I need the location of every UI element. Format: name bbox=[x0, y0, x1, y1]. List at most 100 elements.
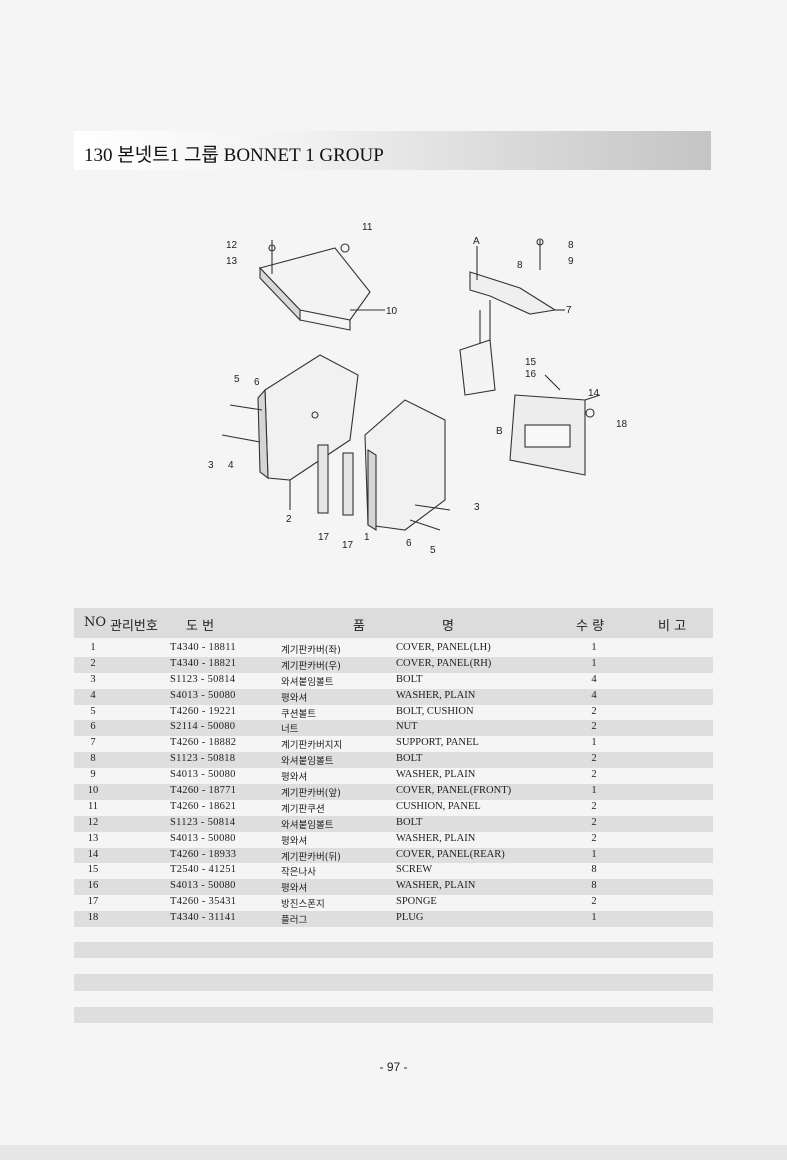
english-name: BOLT, CUSHION bbox=[396, 705, 474, 717]
callout-label: 11 bbox=[362, 222, 373, 233]
table-row: 13 S4013 - 50080 평와셔 WASHER, PLAIN 2 bbox=[74, 832, 713, 848]
callout-label: 17 bbox=[342, 540, 354, 551]
korean-name: 작은나사 bbox=[281, 867, 316, 879]
part-number: S4013 - 50080 bbox=[170, 832, 236, 844]
header-item-name-b: 명 bbox=[442, 619, 454, 634]
row-number: 12 bbox=[87, 816, 99, 828]
english-name: PLUG bbox=[396, 912, 424, 924]
english-name: SUPPORT, PANEL bbox=[396, 737, 479, 749]
row-number: 5 bbox=[90, 705, 96, 717]
korean-name: 와셔붙임볼트 bbox=[281, 819, 334, 831]
part-number: S2114 - 50080 bbox=[170, 721, 236, 733]
rear-panel-cover-drawing bbox=[509, 374, 601, 476]
english-name: WASHER, PLAIN bbox=[396, 689, 476, 701]
korean-name: 평와셔 bbox=[281, 835, 308, 847]
quantity: 4 bbox=[591, 689, 597, 701]
english-name: BOLT bbox=[396, 816, 423, 828]
korean-name: 평와셔 bbox=[281, 772, 308, 784]
row-number: 9 bbox=[90, 769, 96, 781]
quantity: 4 bbox=[591, 673, 597, 685]
table-row: 7 T4260 - 18882 계기판카버지지 SUPPORT, PANEL 1 bbox=[74, 736, 713, 752]
callout-label: 3 bbox=[208, 460, 214, 471]
korean-name: 플러그 bbox=[281, 915, 308, 927]
english-name: NUT bbox=[396, 721, 418, 733]
blank-row bbox=[74, 974, 713, 991]
part-number: T2540 - 41251 bbox=[170, 864, 237, 876]
part-number: S1123 - 50818 bbox=[170, 753, 236, 765]
quantity: 2 bbox=[591, 721, 597, 733]
callout-label: 5 bbox=[430, 545, 436, 556]
part-number: S1123 - 50814 bbox=[170, 673, 236, 685]
callout-label: 15 bbox=[525, 357, 537, 368]
row-number: 1 bbox=[90, 642, 96, 653]
part-number: T4260 - 18621 bbox=[170, 800, 237, 812]
header-quantity: 수 량 bbox=[576, 619, 605, 634]
korean-name: 계기판카버(좌) bbox=[281, 645, 341, 656]
part-number: T4260 - 19221 bbox=[170, 705, 237, 717]
quantity: 2 bbox=[591, 769, 597, 781]
callout-label: 17 bbox=[318, 532, 330, 543]
english-name: COVER, PANEL(FRONT) bbox=[396, 785, 512, 797]
row-number: 16 bbox=[87, 880, 99, 892]
callout-label: 9 bbox=[568, 256, 574, 267]
left-panel-cover-drawing bbox=[221, 354, 359, 510]
part-number: T4260 - 18933 bbox=[170, 848, 237, 860]
quantity: 2 bbox=[591, 832, 597, 844]
korean-name: 와셔붙임볼트 bbox=[281, 676, 334, 688]
parts-table-blank-rows bbox=[74, 942, 713, 1023]
row-number: 8 bbox=[90, 753, 96, 765]
english-name: BOLT bbox=[396, 673, 423, 685]
english-name: WASHER, PLAIN bbox=[396, 832, 476, 844]
part-number: T4260 - 18882 bbox=[170, 737, 237, 749]
header-item-name-a: 품 bbox=[353, 619, 365, 634]
part-number: S4013 - 50080 bbox=[170, 880, 236, 892]
callout-label: 16 bbox=[525, 369, 537, 380]
row-number: 4 bbox=[90, 689, 96, 701]
callout-label: 8 bbox=[517, 260, 523, 271]
korean-name: 계기판카버(뒤) bbox=[281, 851, 341, 863]
quantity: 2 bbox=[591, 753, 597, 765]
english-name: WASHER, PLAIN bbox=[396, 880, 476, 892]
korean-name: 계기판카버(앞) bbox=[281, 788, 341, 800]
korean-name: 계기판카버(우) bbox=[281, 660, 341, 672]
quantity: 2 bbox=[591, 896, 597, 908]
part-number: T4340 - 18811 bbox=[170, 642, 236, 653]
row-number: 2 bbox=[90, 657, 96, 669]
row-number: 7 bbox=[90, 737, 96, 749]
page-number: - 97 - bbox=[379, 1060, 408, 1074]
row-number: 17 bbox=[87, 896, 99, 908]
blank-row bbox=[74, 1006, 713, 1023]
callout-label: 6 bbox=[406, 538, 412, 549]
quantity: 2 bbox=[591, 705, 597, 717]
korean-name: 계기판카버지지 bbox=[281, 740, 343, 752]
callout-label: 2 bbox=[286, 514, 292, 525]
korean-name: 평와셔 bbox=[281, 692, 308, 704]
row-number: 10 bbox=[87, 785, 99, 797]
row-number: 13 bbox=[87, 832, 99, 844]
callout-label: 8 bbox=[568, 240, 574, 251]
korean-name: 와셔붙임볼트 bbox=[281, 756, 334, 768]
quantity: 1 bbox=[591, 737, 597, 749]
part-number: S4013 - 50080 bbox=[170, 689, 236, 701]
callout-label: 6 bbox=[254, 377, 260, 388]
table-row: 10 T4260 - 18771 계기판카버(앞) COVER, PANEL(FRON… bbox=[74, 784, 713, 800]
section-title: 130 본넷트1 그룹 BONNET 1 GROUP bbox=[84, 145, 384, 166]
english-name: WASHER, PLAIN bbox=[396, 769, 476, 781]
callout-label: 12 bbox=[226, 240, 238, 251]
exploded-parts-diagram: 11 12 13 10 A 8 9 8 7 5 6 15 16 14 18 B … bbox=[190, 210, 650, 590]
part-number: T4260 - 18771 bbox=[170, 785, 237, 797]
part-number: S1123 - 50814 bbox=[170, 816, 236, 828]
callout-label: 5 bbox=[234, 374, 240, 385]
blank-row bbox=[74, 942, 713, 959]
front-panel-cover-drawing bbox=[258, 240, 385, 331]
callout-label: A bbox=[473, 236, 480, 247]
